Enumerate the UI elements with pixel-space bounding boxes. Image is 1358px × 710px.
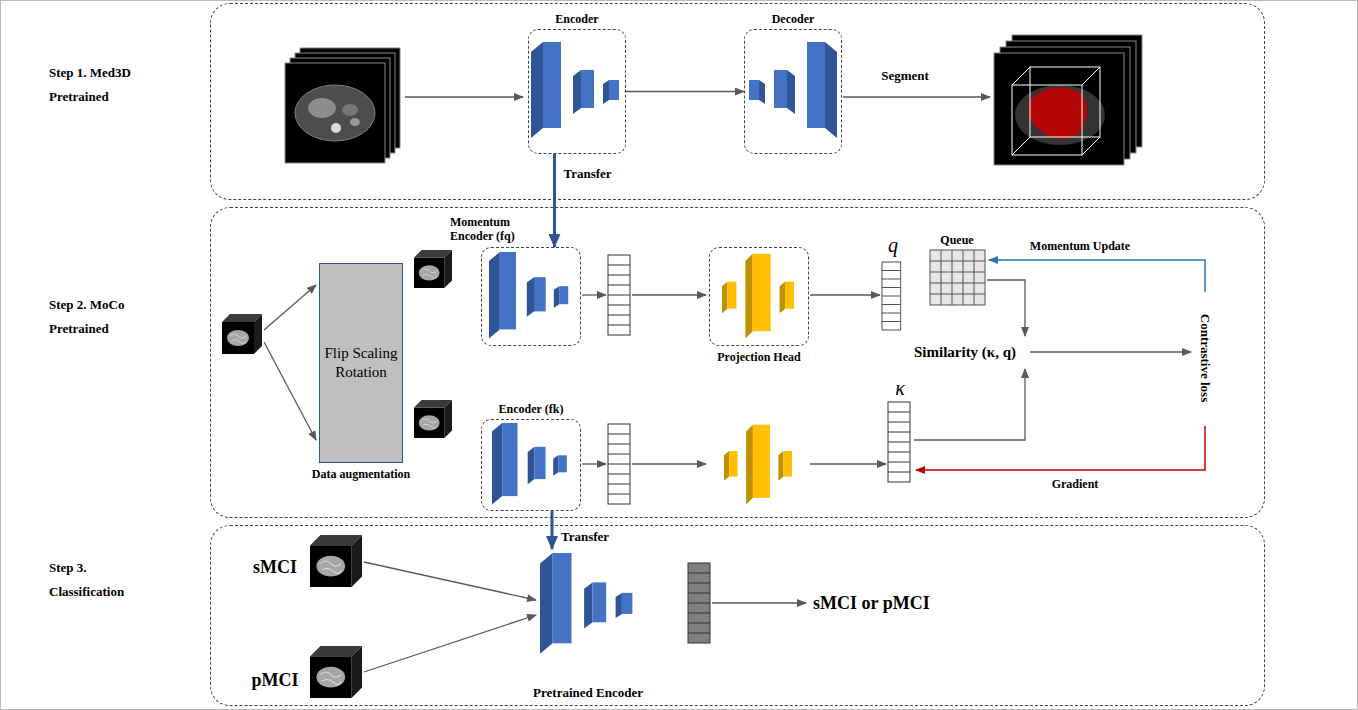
edge-label: Transfer [563, 166, 613, 181]
augmentation-box: Flip Scaling RotationData augmentation [319, 263, 403, 463]
key-vector [888, 402, 910, 482]
node-text: Step 2. MoCo Pretrained [49, 293, 159, 341]
projection-icon [722, 254, 794, 339]
node-text: Momentum Encoder (fq) [450, 215, 538, 243]
vector-symbol: κ [894, 377, 906, 399]
node-text: Encoder (fk) [499, 402, 564, 416]
brain-cube [310, 535, 362, 587]
node-text: Decoder [772, 12, 815, 26]
step-panel: Step 3. ClassificationPretrained Encoder [210, 525, 1265, 706]
node-text: Encoder [555, 12, 598, 26]
brain-cube [414, 250, 452, 288]
node-text: Step 1. Med3D Pretrained [49, 61, 159, 109]
edge-label: Transfer [560, 529, 610, 544]
feature-vector [688, 563, 710, 643]
queue-grid [930, 250, 985, 305]
brain-cube [310, 646, 362, 698]
momentum-update-line [989, 260, 1205, 292]
encoder-box: Encoder [528, 29, 626, 154]
pretrained-encoder: Pretrained Encoder [523, 549, 653, 704]
node-text: Flip Scaling Rotation [320, 344, 402, 382]
step-panel: Step 2. MoCo PretrainedFlip Scaling Rota… [210, 207, 1265, 518]
node-text: Pretrained Encoder [533, 685, 643, 700]
connector [551, 511, 554, 549]
segmentation-output [994, 35, 1142, 165]
connector [553, 154, 556, 247]
class-label: sMCI [252, 556, 298, 578]
feature-vector [608, 424, 630, 504]
ct-stack [285, 48, 400, 163]
vector-symbol: q [887, 234, 899, 256]
gradient-line [916, 426, 1205, 470]
node-text: Data augmentation [312, 467, 410, 481]
momentum-encoder-box: Momentum Encoder (fq) [481, 247, 581, 346]
encoder-icon [540, 553, 632, 654]
arrow-label: Gradient [1051, 477, 1100, 491]
node-text: Projection Head [717, 350, 800, 364]
encoder-icon [531, 42, 619, 138]
queue-label: Queue [939, 233, 974, 247]
loss-label: Contrastive loss [1198, 313, 1213, 403]
flow-arrows [264, 97, 1191, 672]
class-label: pMCI [250, 669, 299, 691]
encoder-box: Encoder (fk) [481, 419, 581, 511]
projection-icon [724, 425, 792, 505]
output-label: sMCI or pMCI [812, 592, 931, 614]
connector [626, 91, 744, 92]
brain-cube [222, 314, 262, 354]
projection-head-box: Projection Head [709, 247, 809, 346]
brain-cube [414, 400, 452, 438]
decoder-icon [749, 42, 837, 138]
query-vector [882, 262, 901, 330]
encoder-icon [492, 423, 567, 505]
step-panel: Step 1. Med3D PretrainedEncoderDecoder [210, 3, 1265, 200]
decoder-box: Decoder [744, 29, 842, 154]
step-label: Segment [880, 68, 930, 83]
operation-label: Similarity (κ, q) [913, 343, 1017, 362]
feature-vector [608, 255, 630, 335]
node-text: Step 3. Classification [49, 556, 159, 604]
encoder-icon [489, 252, 568, 338]
arrow-label: Momentum Update [1029, 239, 1131, 253]
